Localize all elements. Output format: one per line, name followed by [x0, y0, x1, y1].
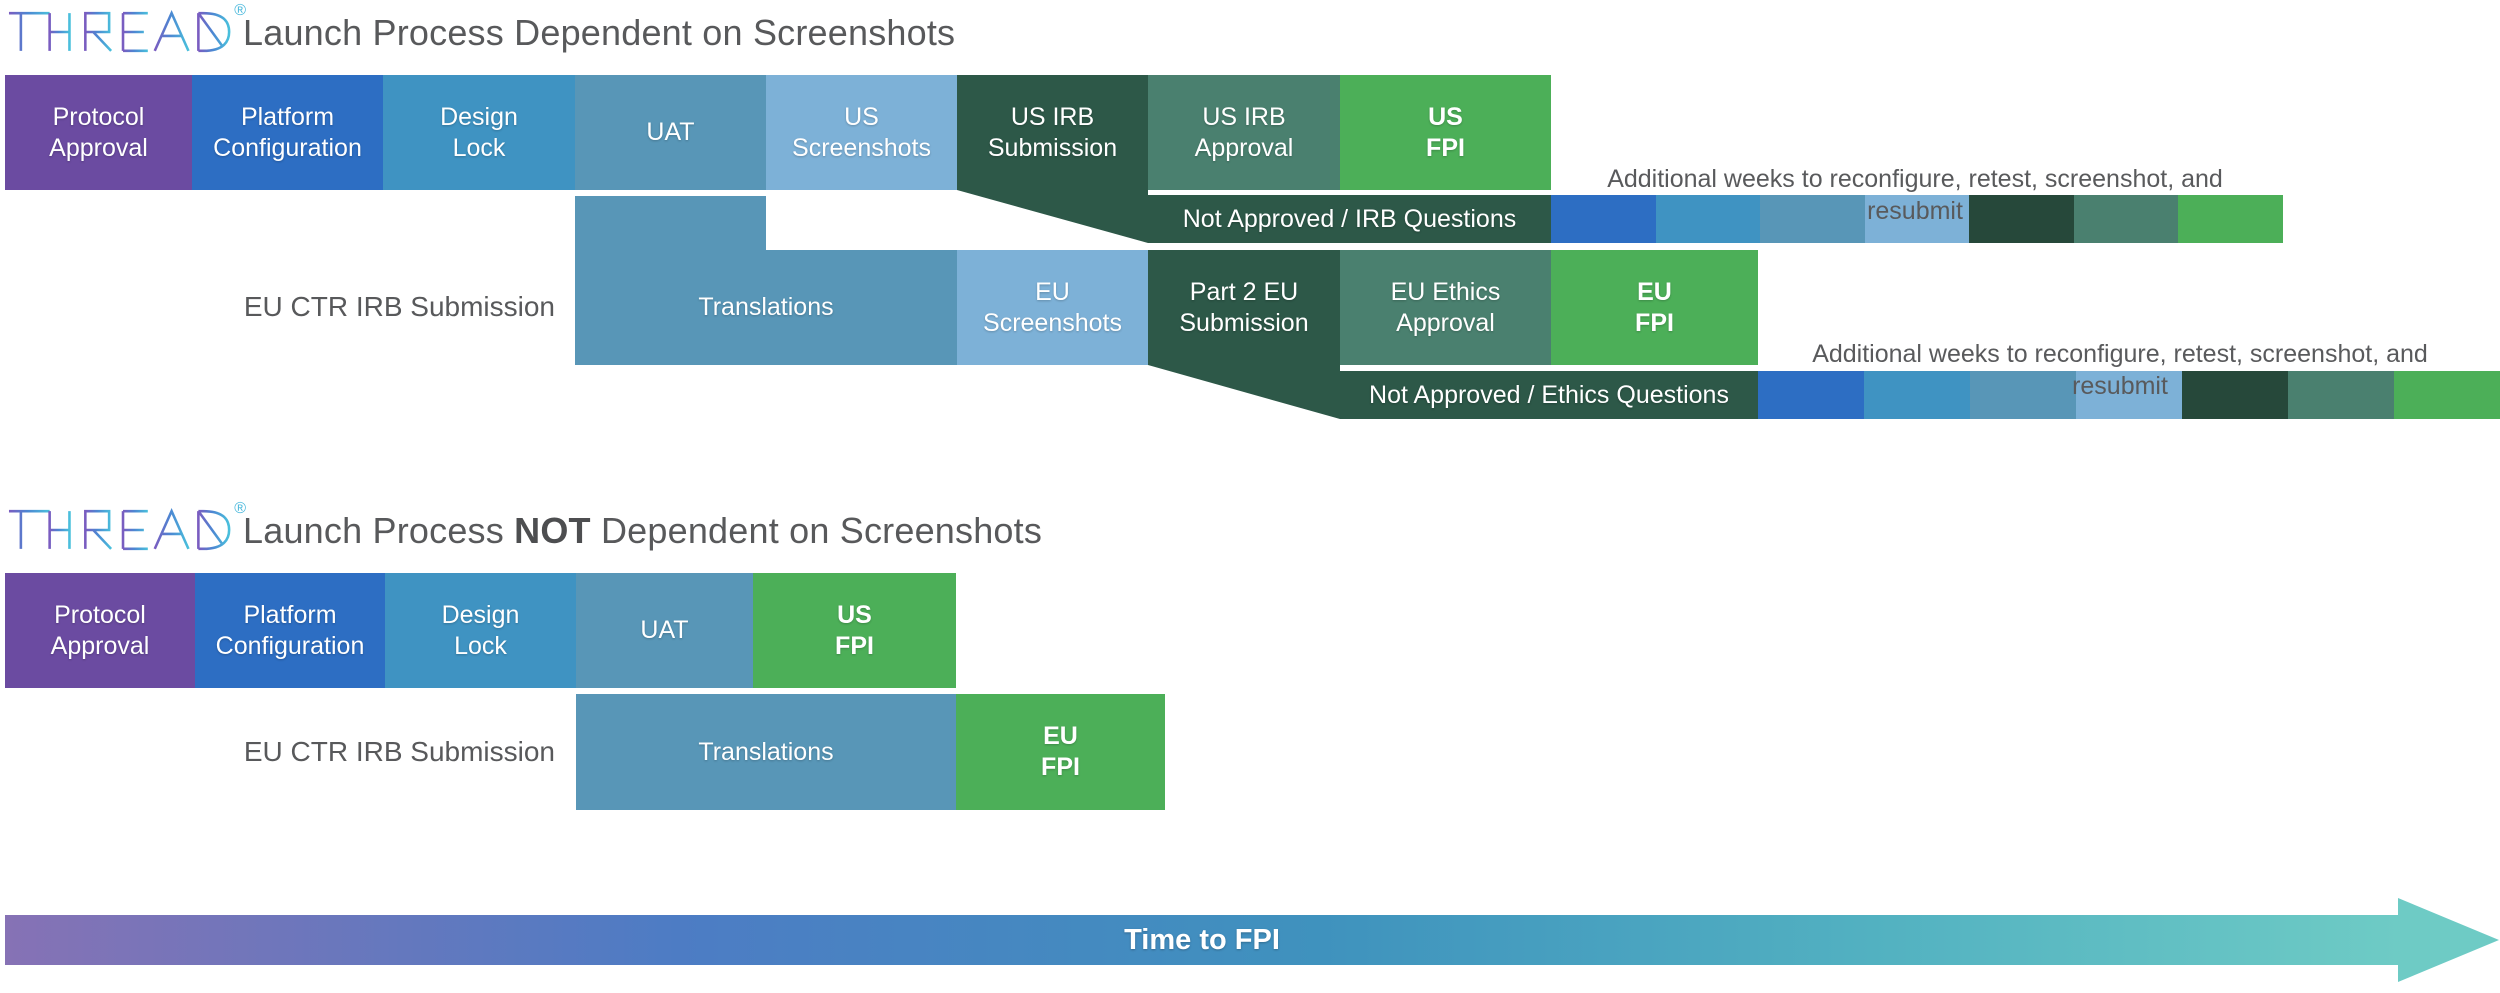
- irb-note-line2: resubmit: [1867, 197, 1963, 225]
- process-block-us-fpi-2: US FPI: [753, 573, 956, 688]
- ethics-mini-block-part2-eu-submission: [2182, 371, 2288, 419]
- section2-eu-track-label: EU CTR IRB Submission: [243, 736, 555, 767]
- irb-mini-block-us-fpi: [2178, 195, 2283, 243]
- process-block-us-irb-submission: US IRB Submission: [957, 75, 1148, 190]
- process-block-part2-eu-submission: Part 2 EU Submission: [1148, 250, 1340, 365]
- section1-eu-track-label: EU CTR IRB Submission: [243, 291, 555, 322]
- process-block-translations: Translations: [575, 250, 957, 365]
- ethics-mini-block-uat: [1970, 371, 2076, 419]
- irb-mini-block-us-irb-submission: [1969, 195, 2074, 243]
- process-block-platform-configuration-2: Platform Configuration: [195, 573, 385, 688]
- irb-mini-block-uat: [1760, 195, 1865, 243]
- ethics-mini-block-platform-configuration: [1758, 371, 1864, 419]
- time-to-fpi-arrow: Time to FPI: [5, 915, 2399, 965]
- section2-title-prefix: Launch Process: [243, 510, 515, 551]
- ethics-mini-block-design-lock: [1864, 371, 1970, 419]
- thread-logo-2: ®: [6, 500, 246, 556]
- section2-title: Launch Process NOT Dependent on Screensh…: [243, 510, 1042, 552]
- irb-mini-block-design-lock: [1656, 195, 1760, 243]
- ethics-ribbon-connector: [1148, 365, 1340, 419]
- registered-mark-2: ®: [234, 500, 246, 517]
- irb-note-line1: Additional weeks to reconfigure, retest,…: [1607, 165, 2223, 193]
- irb-additional-weeks-note: Additional weeks to reconfigure, retest,…: [1563, 163, 2267, 227]
- arrow-head-icon: [2398, 898, 2499, 982]
- process-block-design-lock-2: Design Lock: [385, 573, 576, 688]
- thread-logo-icon-2: [8, 508, 231, 551]
- process-block-translations-2: Translations: [576, 694, 956, 810]
- ethics-not-approved-bar: Not Approved / Ethics Questions: [1340, 371, 1758, 419]
- process-block-uat: UAT: [575, 75, 766, 190]
- thread-logo: ®: [6, 2, 246, 58]
- ethics-mini-block-eu-fpi: [2394, 371, 2500, 419]
- irb-mini-block-platform-configuration: [1551, 195, 1656, 243]
- process-block-eu-screenshots: EU Screenshots: [957, 250, 1148, 365]
- ethics-note-line1: Additional weeks to reconfigure, retest,…: [1812, 340, 2428, 368]
- irb-not-approved-bar: Not Approved / IRB Questions: [1148, 195, 1551, 243]
- ethics-note-line2: resubmit: [2072, 372, 2168, 400]
- thread-logo-icon: [8, 10, 231, 53]
- ethics-mini-block-eu-screenshots: [2076, 371, 2182, 419]
- process-block-platform-configuration: Platform Configuration: [192, 75, 383, 190]
- section1-title: Launch Process Dependent on Screenshots: [243, 12, 956, 53]
- process-block-us-screenshots: US Screenshots: [766, 75, 957, 190]
- process-block-protocol-approval-2: Protocol Approval: [5, 573, 195, 688]
- process-block-protocol-approval: Protocol Approval: [5, 75, 192, 190]
- section2-title-emphasis: NOT: [514, 510, 591, 551]
- process-block-eu-fpi-2: EU FPI: [956, 694, 1165, 810]
- irb-ribbon-connector: [957, 190, 1148, 243]
- registered-mark: ®: [234, 2, 246, 19]
- process-block-us-irb-approval: US IRB Approval: [1148, 75, 1340, 190]
- process-block-eu-ethics-approval: EU Ethics Approval: [1340, 250, 1551, 365]
- section2-title-suffix: Dependent on Screenshots: [590, 510, 1043, 551]
- ethics-mini-block-eu-ethics-approval: [2288, 371, 2394, 419]
- time-to-fpi-label: Time to FPI: [1124, 923, 1280, 956]
- process-block-design-lock: Design Lock: [383, 75, 575, 190]
- process-block-uat-2: UAT: [576, 573, 753, 688]
- process-block-eu-fpi: EU FPI: [1551, 250, 1758, 365]
- irb-mini-block-us-irb-approval: [2074, 195, 2178, 243]
- ethics-additional-weeks-note: Additional weeks to reconfigure, retest,…: [1768, 338, 2472, 402]
- irb-mini-block-us-screenshots: [1865, 195, 1969, 243]
- process-block-us-fpi: US FPI: [1340, 75, 1551, 190]
